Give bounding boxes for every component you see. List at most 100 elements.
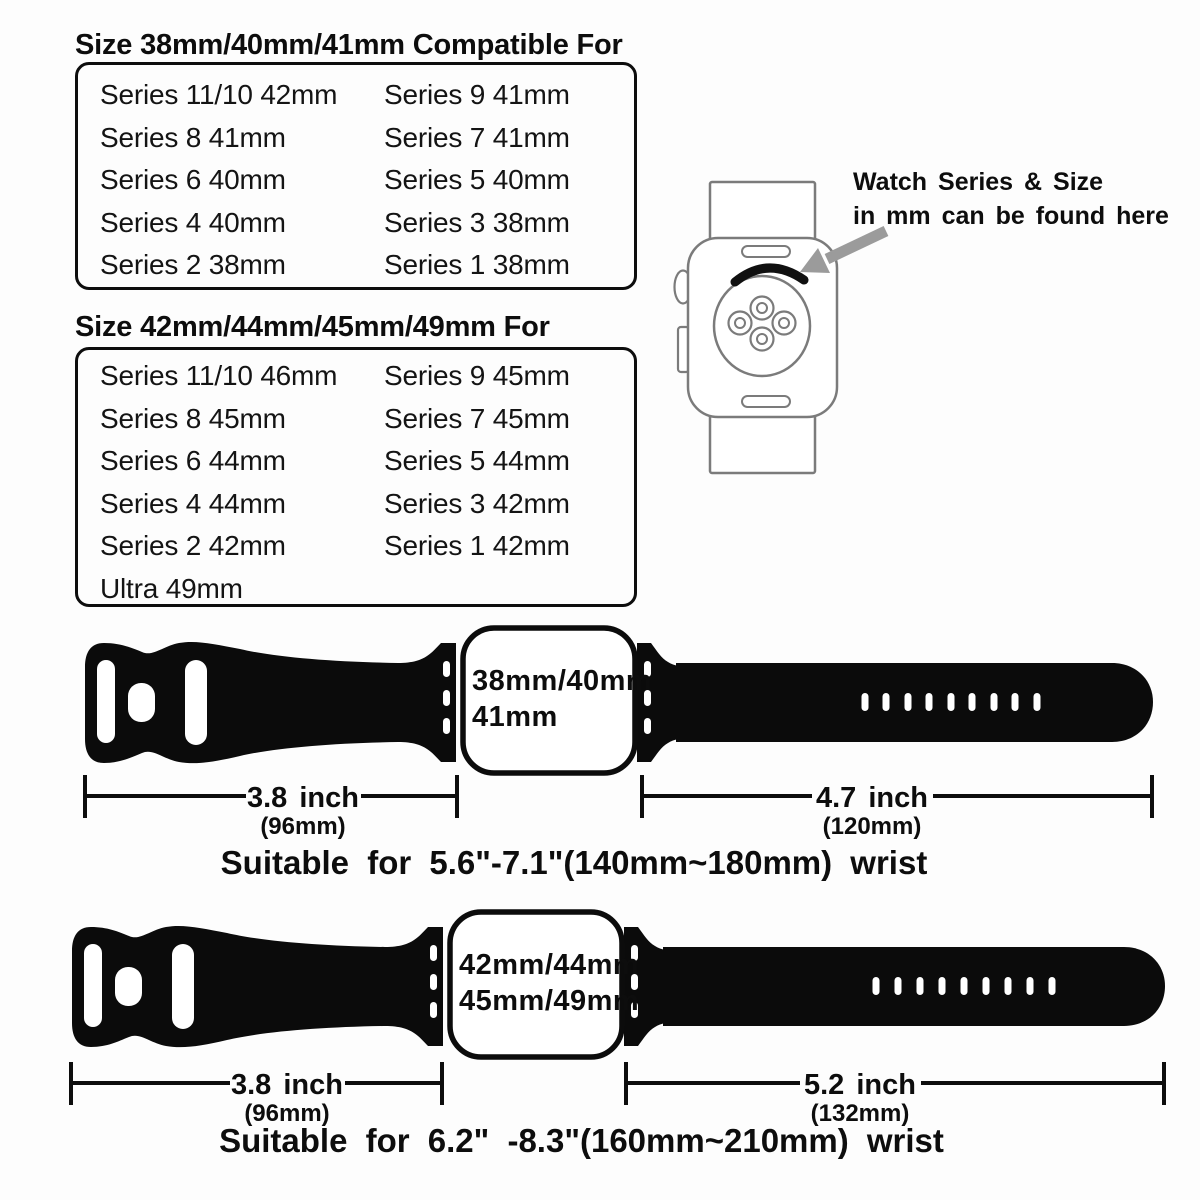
strap-hole bbox=[882, 693, 890, 711]
dimension-small-left bbox=[83, 775, 459, 818]
compat-42-heading: Size 42mm/44mm/45mm/49mm For bbox=[75, 311, 550, 343]
watch-top-band bbox=[708, 180, 817, 248]
watch-slot-top bbox=[741, 245, 791, 258]
compat-item: Series 5 40mm bbox=[384, 164, 570, 195]
lug-pin bbox=[430, 1002, 437, 1018]
dimension-small-right bbox=[640, 775, 1154, 818]
face-size-label: 42mm/44mm bbox=[459, 949, 639, 981]
strap-hole bbox=[894, 977, 902, 995]
compat-item: Series 6 44mm bbox=[100, 445, 286, 476]
strap-hole bbox=[960, 977, 968, 995]
lug-pin bbox=[644, 690, 651, 706]
compat-item: Series 2 38mm bbox=[100, 249, 286, 280]
band-buckle-segment bbox=[85, 641, 456, 764]
sensor-led-center bbox=[778, 317, 790, 329]
compat-item: Series 4 40mm bbox=[100, 206, 286, 238]
strap-hole bbox=[990, 693, 998, 711]
compat-item: Series 6 40mm bbox=[100, 164, 286, 195]
dimension-label-inch: 3.8 inch bbox=[247, 782, 359, 814]
compat-item: Series 4 44mm bbox=[100, 487, 286, 519]
compat-38-box: Series 11/10 42mm Series 8 41mm Series 6… bbox=[75, 62, 637, 290]
buckle-pin-hole bbox=[115, 967, 142, 1006]
strap-hole bbox=[1033, 693, 1041, 711]
compat-item: Series 9 45mm bbox=[384, 360, 570, 391]
lug-pin bbox=[430, 974, 437, 990]
band-long-strap bbox=[663, 947, 1165, 1026]
strap-hole bbox=[1026, 977, 1034, 995]
compat-item: Series 11/10 42mm bbox=[100, 79, 338, 110]
buckle-slot bbox=[172, 944, 194, 1029]
strap-hole bbox=[947, 693, 955, 711]
watch-note: Watch Series & Size in mm can be found h… bbox=[853, 165, 1169, 233]
lug-pin bbox=[443, 661, 450, 677]
strap-hole bbox=[1048, 977, 1056, 995]
compat-item: Series 5 44mm bbox=[384, 445, 570, 476]
strap-hole bbox=[925, 693, 933, 711]
compat-42-right-column: Series 9 45mm Series 7 45mm Series 5 44m… bbox=[384, 355, 570, 568]
compat-item: Series 8 41mm bbox=[100, 121, 286, 153]
strap-hole bbox=[872, 977, 880, 995]
watch-bottom-band bbox=[708, 408, 817, 475]
compat-38-left-column: Series 11/10 42mm Series 8 41mm Series 6… bbox=[100, 74, 338, 287]
dimension-label-mm: (120mm) bbox=[823, 813, 922, 840]
compat-42-box: Series 11/10 46mm Series 8 45mm Series 6… bbox=[75, 347, 637, 607]
compat-item: Series 1 38mm bbox=[384, 249, 570, 280]
band-long-strap bbox=[676, 663, 1153, 742]
lug-pin bbox=[644, 661, 651, 677]
buckle-slot bbox=[97, 660, 115, 743]
compat-item: Series 7 45mm bbox=[384, 402, 570, 434]
compat-item: Series 3 42mm bbox=[384, 487, 570, 519]
strap-hole bbox=[938, 977, 946, 995]
sensor-led-center bbox=[756, 302, 768, 314]
strap-hole bbox=[861, 693, 869, 711]
watch-note-line2: in mm can be found here bbox=[853, 202, 1169, 230]
watch-note-line1: Watch Series & Size bbox=[853, 168, 1104, 196]
compat-item: Series 7 41mm bbox=[384, 121, 570, 153]
sensor-led-center bbox=[756, 333, 768, 345]
lug-pin bbox=[443, 690, 450, 706]
dimension-large-right bbox=[624, 1062, 1166, 1105]
buckle-slot bbox=[185, 660, 207, 745]
compat-38-heading: Size 38mm/40mm/41mm Compatible For bbox=[75, 29, 623, 61]
face-size-label: 41mm bbox=[472, 701, 558, 733]
dimension-label-inch: 3.8 inch bbox=[231, 1069, 343, 1101]
dimension-label-mm: (96mm) bbox=[260, 813, 345, 840]
watch-slot-bottom bbox=[741, 395, 791, 408]
compat-item: Series 8 45mm bbox=[100, 402, 286, 434]
dimension-label-inch: 5.2 inch bbox=[804, 1069, 916, 1101]
compat-item: Series 1 42mm bbox=[384, 530, 570, 561]
strap-hole bbox=[1004, 977, 1012, 995]
suitable-wrist-small: Suitable for 5.6"-7.1"(140mm~180mm) wris… bbox=[220, 844, 928, 881]
band-diagram-small: 38mm/40mm 41mm 3.8 inch (96mm) 4.7 inch … bbox=[83, 625, 1154, 840]
lug-pin bbox=[631, 1002, 638, 1018]
dimension-large-left bbox=[69, 1062, 444, 1105]
compat-item: Series 11/10 46mm bbox=[100, 360, 338, 391]
dimension-label-mm: (96mm) bbox=[244, 1100, 329, 1127]
watch-sensor bbox=[712, 274, 812, 378]
strap-hole bbox=[968, 693, 976, 711]
suitable-wrist-large: Suitable for 6.2" -8.3"(160mm~210mm) wri… bbox=[219, 1122, 944, 1159]
watch-face-large bbox=[447, 909, 625, 1060]
buckle-pin-hole bbox=[128, 683, 155, 722]
lug-pin bbox=[443, 718, 450, 734]
strap-hole bbox=[1011, 693, 1019, 711]
band-diagram-large: 42mm/44mm 45mm/49mm 3.8 inch (96mm) bbox=[69, 909, 1166, 1127]
buckle-slot bbox=[84, 944, 102, 1027]
lug-pin bbox=[631, 945, 638, 961]
watch-back-illustration bbox=[673, 180, 839, 475]
compat-38-right-column: Series 9 41mm Series 7 41mm Series 5 40m… bbox=[384, 74, 570, 287]
dimension-label-inch: 4.7 inch bbox=[816, 782, 928, 814]
compat-item: Ultra 49mm bbox=[100, 572, 243, 604]
strap-hole bbox=[982, 977, 990, 995]
strap-hole bbox=[904, 693, 912, 711]
lug-pin bbox=[430, 945, 437, 961]
compat-42-left-column: Series 11/10 46mm Series 8 45mm Series 6… bbox=[100, 355, 338, 610]
face-size-label: 45mm/49mm bbox=[459, 985, 639, 1017]
strap-hole bbox=[916, 977, 924, 995]
lug-pin bbox=[644, 718, 651, 734]
engraving-highlight-arc bbox=[730, 263, 809, 287]
band-buckle-segment bbox=[72, 925, 443, 1048]
sensor-led-center bbox=[734, 317, 746, 329]
lug-pin bbox=[631, 974, 638, 990]
